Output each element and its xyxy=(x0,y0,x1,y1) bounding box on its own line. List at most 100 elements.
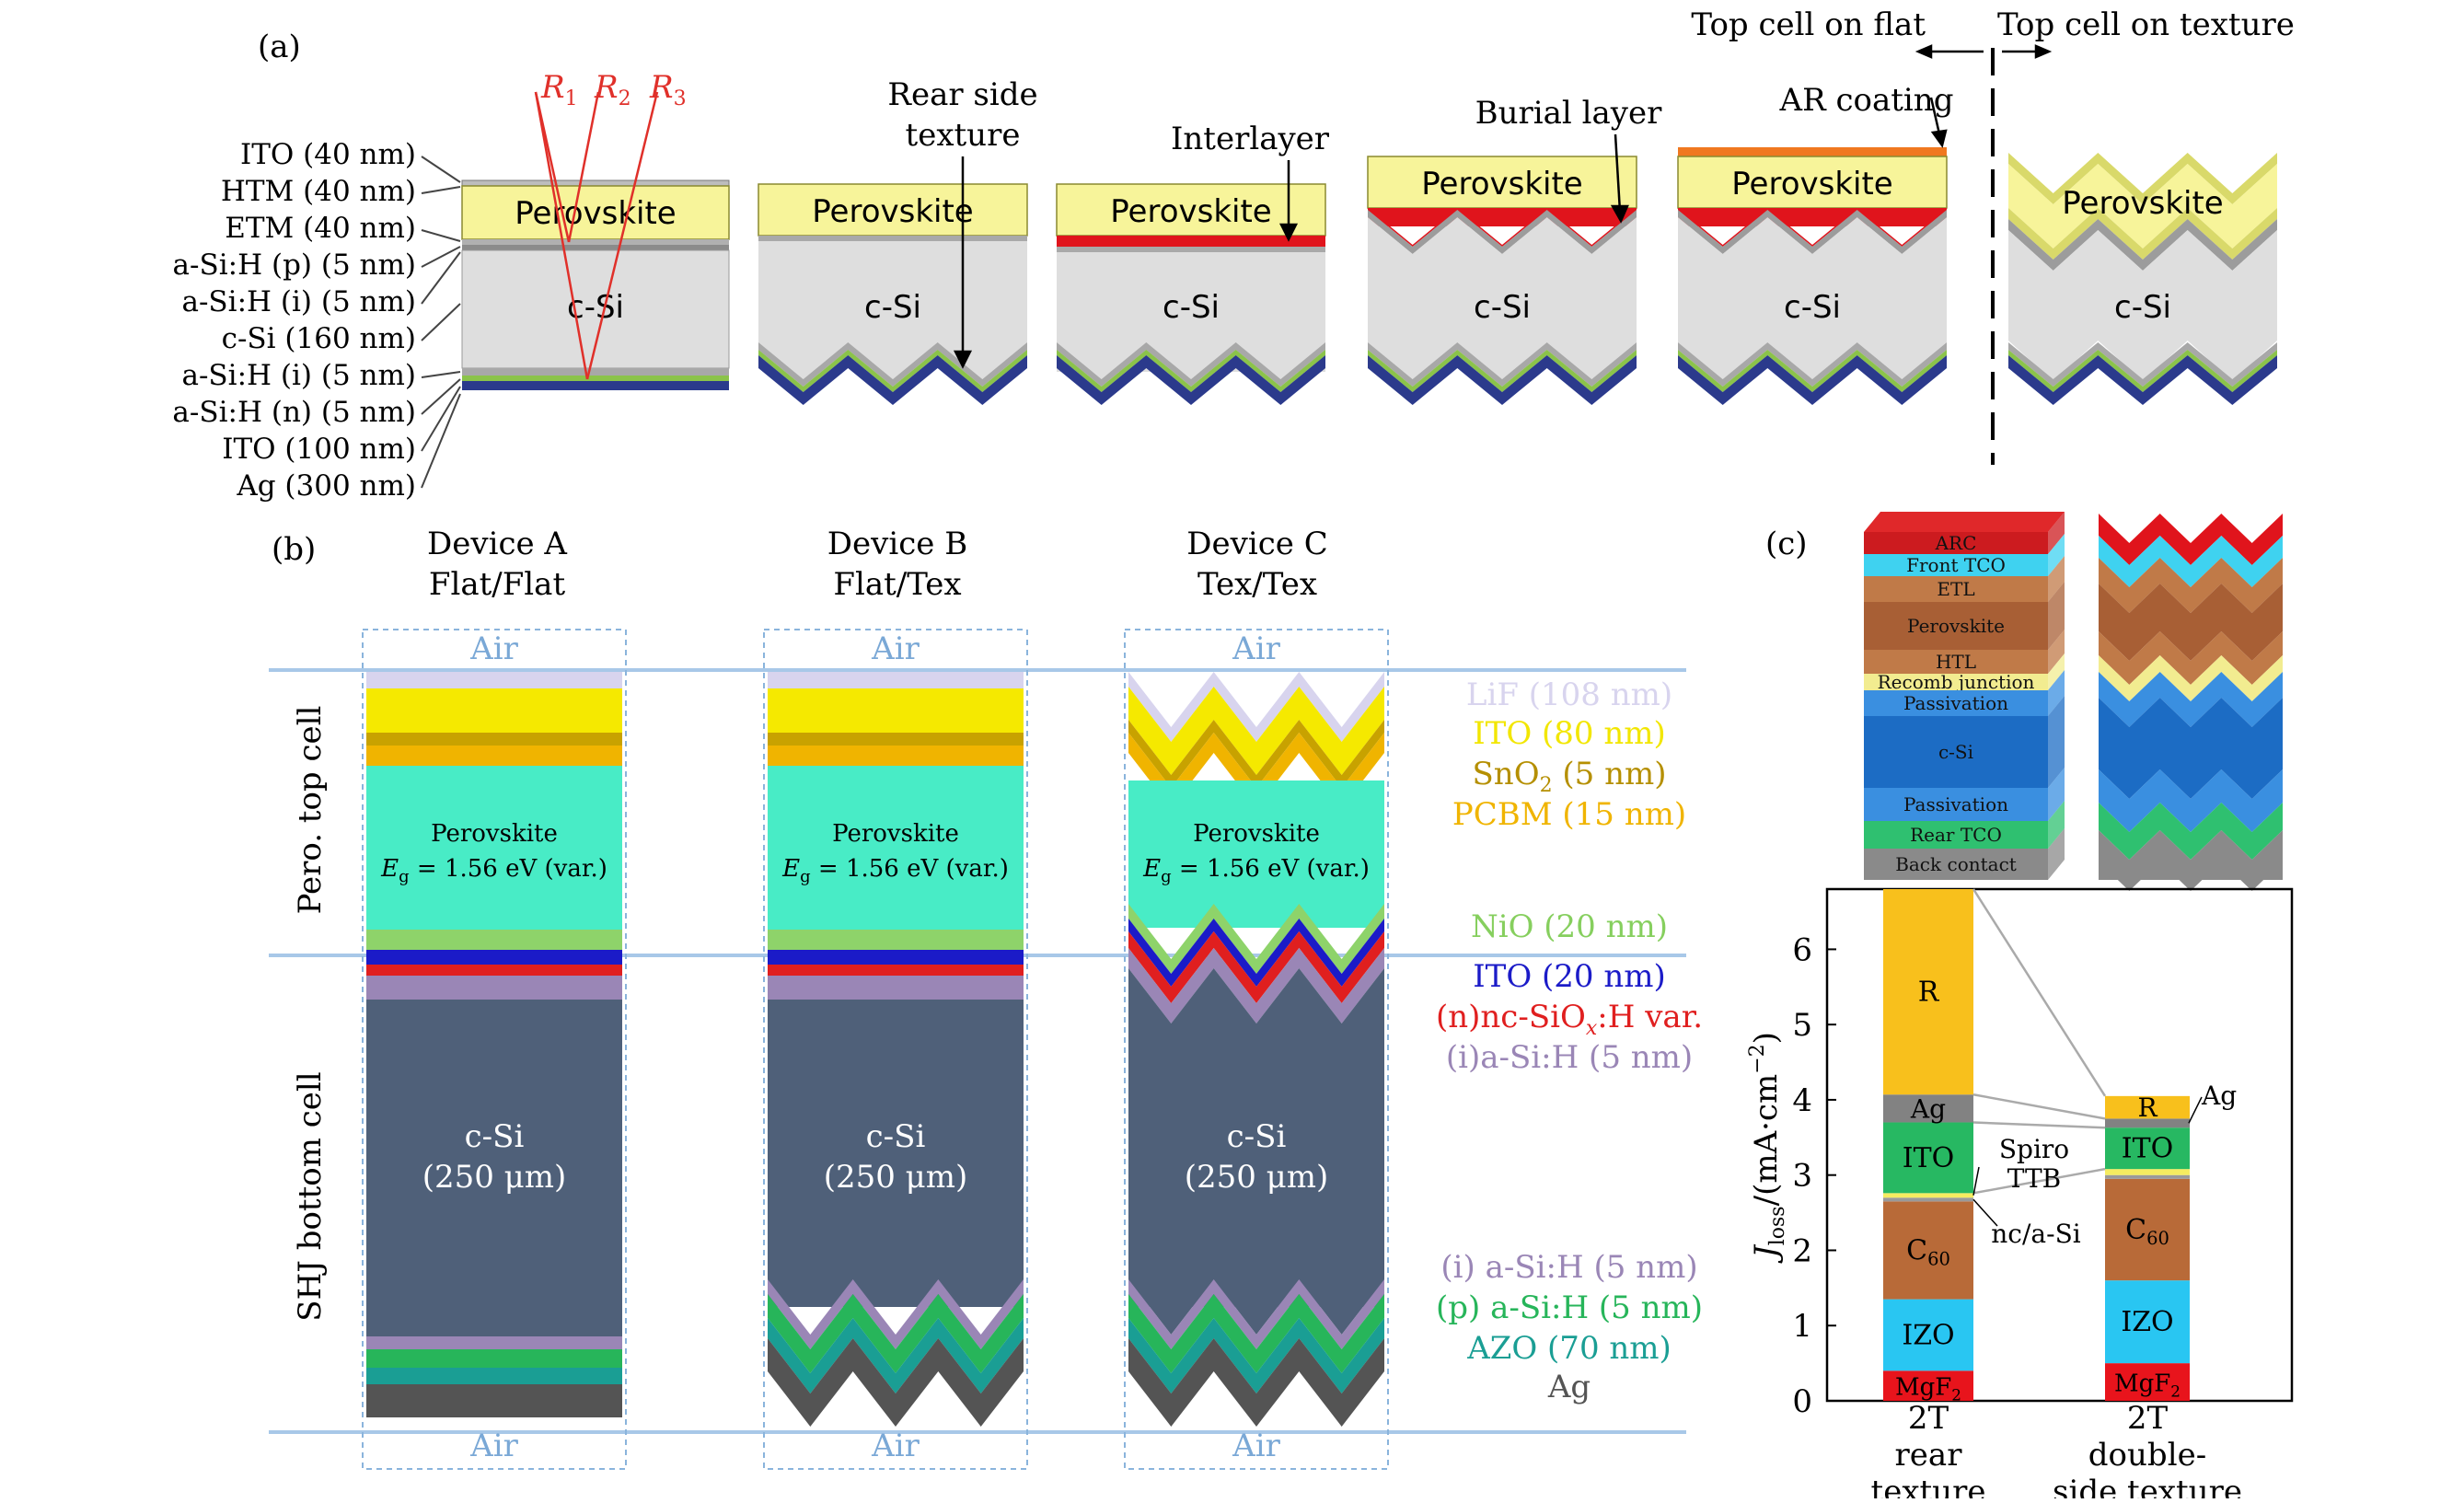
nio-layer xyxy=(366,930,622,950)
csi-thickness-label: (250 μm) xyxy=(824,1159,968,1196)
category-label: texture xyxy=(1871,1474,1986,1498)
connector-line xyxy=(1972,888,2107,1097)
stack-layer xyxy=(1864,554,2048,576)
bar-segment xyxy=(2105,1095,2190,1119)
r2-label: R2 xyxy=(594,69,631,110)
bar-segment xyxy=(2105,1118,2190,1128)
stack-layer-side xyxy=(2048,670,2065,716)
category-label: 2T xyxy=(2127,1400,2169,1437)
ag-rear-layer xyxy=(768,1338,1024,1427)
ito-rear xyxy=(2008,355,2277,405)
air-top-label: Air xyxy=(469,630,518,667)
ito-rear xyxy=(1368,355,1637,405)
perovskite-layer xyxy=(1056,183,1326,237)
bandgap-label: Eg = 1.56 eV (var.) xyxy=(380,855,607,886)
csi-layer xyxy=(2008,230,2277,381)
perovskite-label: Perovskite xyxy=(1731,166,1892,202)
device-c-name: Device C xyxy=(1186,526,1327,562)
stack-label-asih-i: a-Si:H (i) (5 nm) xyxy=(181,285,416,318)
bar-segment xyxy=(1883,1193,1973,1198)
ar-coating-layer xyxy=(1678,147,1947,156)
stack-layer xyxy=(1864,690,2048,716)
cell-annotations: Rear side texture Interlayer Burial laye… xyxy=(887,6,2295,157)
tex-stack-layer xyxy=(2099,631,2283,685)
stack-layer-label: ARC xyxy=(1935,532,1977,554)
tex-stack-layer xyxy=(2099,803,2283,860)
stack-layer-side xyxy=(2048,696,2065,788)
csi-thickness-label: (250 μm) xyxy=(422,1159,567,1196)
ncsiox-layer xyxy=(768,965,1024,976)
sno2-layer xyxy=(366,733,622,746)
ito-top-tex xyxy=(2008,153,2277,204)
stack-layer xyxy=(1864,788,2048,821)
asih-layer xyxy=(768,976,1024,1000)
bar-segment xyxy=(2105,1174,2190,1179)
perovskite-label: Perovskite xyxy=(1421,166,1582,202)
tex-stack-layer xyxy=(2099,558,2283,613)
ag-rear-layer xyxy=(366,1384,622,1417)
device-b-name: Device B xyxy=(827,526,967,562)
bar-segment xyxy=(1883,1197,1973,1202)
ag-leader xyxy=(2188,1096,2203,1124)
lif-layer xyxy=(1128,672,1384,742)
stack-layer-side xyxy=(2048,768,2065,821)
segment-label: C60 xyxy=(1906,1234,1950,1269)
device-b-type: Flat/Tex xyxy=(833,566,961,603)
category-label: side texture xyxy=(2053,1474,2242,1498)
perovskite-layer xyxy=(366,766,622,930)
stack-label-asih-p: a-Si:H (p) (5 nm) xyxy=(173,249,416,282)
segment-label: ITO xyxy=(1903,1142,1954,1174)
perovskite-label: Perovskite xyxy=(515,195,676,232)
segment-label: IZO xyxy=(1902,1319,1954,1351)
connector-line xyxy=(1972,1167,2106,1195)
csi-rear xyxy=(1678,302,1947,379)
connector-line xyxy=(1972,1121,2106,1129)
nio-layer xyxy=(1128,904,1384,974)
ito-rear xyxy=(1057,355,1325,405)
stack-layer-side xyxy=(2048,801,2065,849)
panel-a-label: (a) xyxy=(258,29,301,65)
device-outline xyxy=(1124,629,1389,1470)
stack-layer-side xyxy=(2048,630,2065,674)
stack-layer-label: Front TCO xyxy=(1906,554,2006,576)
y-tick-label: 0 xyxy=(1792,1383,1812,1420)
jloss-chart: 0123456Jloss/(mA·cm−2)RAgITOC60IZOMgF2RI… xyxy=(1746,887,2294,1503)
perovskite-label: Perovskite xyxy=(832,820,959,848)
htl-tex xyxy=(2008,208,2277,260)
y-tick-label: 1 xyxy=(1792,1308,1812,1345)
legend-ito20: ITO (20 nm) xyxy=(1473,958,1666,995)
stack-layer-label: c-Si xyxy=(1938,741,1973,763)
category-label: rear xyxy=(1895,1437,1963,1474)
bar-segment xyxy=(2105,1178,2190,1281)
tex-stack-layer xyxy=(2099,698,2283,799)
burial-layer-label: Burial layer xyxy=(1475,95,1662,132)
stack-top-face xyxy=(1864,512,2065,532)
legend-sno2: SnO2 (5 nm) xyxy=(1473,756,1667,797)
sno2-layer xyxy=(768,733,1024,746)
perovskite-layer xyxy=(2008,164,2277,249)
perovskite-label: Perovskite xyxy=(1110,193,1271,230)
y-tick-label: 2 xyxy=(1792,1232,1812,1269)
ito20-layer xyxy=(768,950,1024,965)
legend-ncsiox: (n)nc-SiOx:H var. xyxy=(1436,999,1703,1040)
air-bottom-label: Air xyxy=(871,1428,920,1464)
stack-layer-label: Back contact xyxy=(1895,853,2017,875)
air-top-label: Air xyxy=(1232,630,1280,667)
device-a-name: Device A xyxy=(427,526,567,562)
legend-asih-p: (p) a-Si:H (5 nm) xyxy=(1436,1289,1703,1326)
asih-rear-layer xyxy=(1128,1279,1384,1349)
stack-layer-label: Passivation xyxy=(1903,793,2008,815)
bar-segment xyxy=(2105,1127,2190,1170)
legend-pcbm: PCBM (15 nm) xyxy=(1452,796,1686,833)
y-tick-label: 4 xyxy=(1792,1082,1812,1119)
stack-labels: ITO (40 nm) HTM (40 nm) ETM (40 nm) a-Si… xyxy=(172,138,416,503)
bar-segment xyxy=(1883,1122,1973,1194)
stack-layer xyxy=(1864,674,2048,690)
csi-label: c-Si xyxy=(465,1118,525,1155)
asih-layer xyxy=(1128,948,1384,1023)
stack-layer-side xyxy=(2048,534,2065,576)
